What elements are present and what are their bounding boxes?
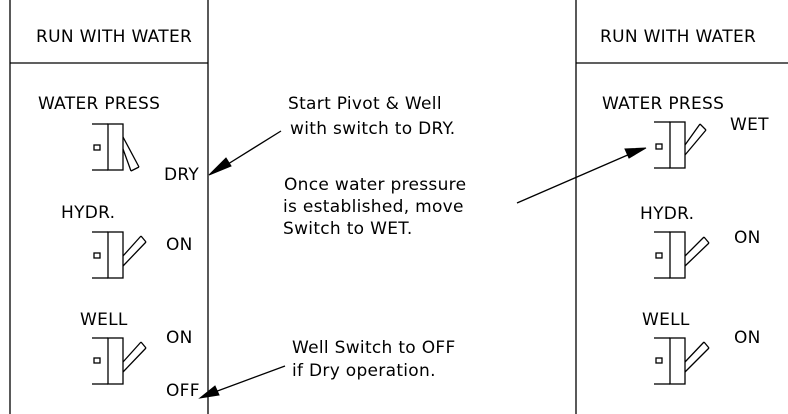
left-hydr-state: ON [166,235,193,255]
note-start-line1: Start Pivot & Well [288,94,442,114]
arrow-to-dry [208,130,282,176]
arrow-to-off [198,365,286,399]
note-start-pivot: Start Pivot & Well with switch to DRY. [288,94,455,139]
right-well-state: ON [734,328,761,348]
left-panel: RUN WITH WATER WATER PRESS DRY HYDR. ON … [9,0,209,414]
left-hydr-switch-icon [92,231,147,279]
note-start-line2: with switch to DRY. [290,119,455,139]
note-pressure-line2: is established, move [283,197,464,217]
note-pressure-line1: Once water pressure [284,175,466,195]
right-hydr-switch-icon [654,231,710,279]
note-well-line2: if Dry operation. [292,361,436,381]
left-water-press-state: DRY [164,165,199,185]
note-pressure: Once water pressure is established, move… [283,175,466,239]
arrow-to-wet [516,147,647,204]
note-well: Well Switch to OFF if Dry operation. [292,338,456,381]
left-panel-title: RUN WITH WATER [36,27,192,47]
left-well-switch-icon [92,337,147,385]
right-water-press-switch-icon [654,121,707,169]
right-water-press-state: WET [730,115,769,135]
right-water-press-label: WATER PRESS [602,94,724,114]
right-well-label: WELL [642,310,690,330]
left-well-off-label: OFF [166,381,200,401]
right-hydr-state: ON [734,228,761,248]
right-panel-title: RUN WITH WATER [600,27,756,47]
right-hydr-label: HYDR. [640,204,694,224]
note-well-line1: Well Switch to OFF [292,338,456,358]
left-water-press-switch-icon [92,123,140,172]
left-well-label: WELL [80,310,128,330]
left-hydr-label: HYDR. [61,203,115,223]
note-pressure-line3: Switch to WET. [283,219,413,239]
right-panel: RUN WITH WATER WATER PRESS WET HYDR. ON … [575,0,788,414]
left-well-on-label: ON [166,328,193,348]
right-well-switch-icon [654,337,710,385]
left-water-press-label: WATER PRESS [38,94,160,114]
